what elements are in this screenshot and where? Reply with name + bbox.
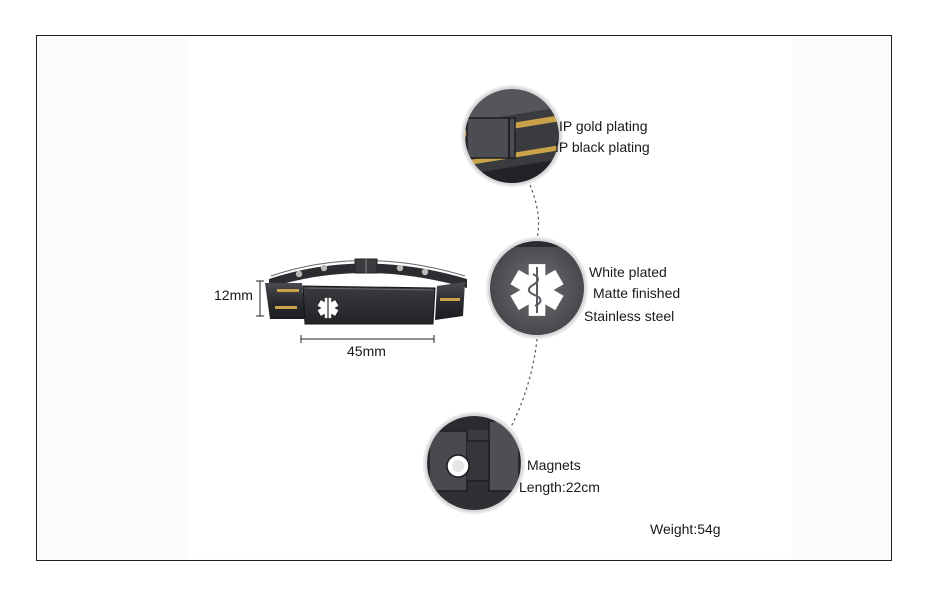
plating-black-label: IP black plating (555, 139, 650, 155)
badge-matte-label: Matte finished (593, 285, 681, 301)
badge-white-label: White plated (589, 264, 667, 280)
zoom-circle-plating (461, 85, 563, 187)
bracelet-image (265, 258, 467, 325)
plating-gold-label: IP gold plating (559, 118, 648, 134)
width-dimension-marker (300, 335, 435, 343)
height-label: 12mm (214, 287, 253, 303)
magnet-icon (446, 454, 470, 478)
width-label: 45mm (347, 343, 386, 359)
height-dimension-marker (256, 280, 264, 317)
zoom-circle-clasp (423, 412, 525, 514)
length-label: Length:22cm (519, 479, 600, 495)
connector-dash-line (508, 169, 540, 432)
zoom-circle-badge (486, 237, 588, 339)
product-illustration (256, 85, 588, 514)
badge-steel-label: Stainless steel (584, 308, 675, 324)
product-frame: 12mm 45mm IP gold plating IP black plati… (36, 35, 892, 561)
weight-label: Weight:54g (650, 521, 721, 537)
magnets-label: Magnets (527, 457, 581, 473)
